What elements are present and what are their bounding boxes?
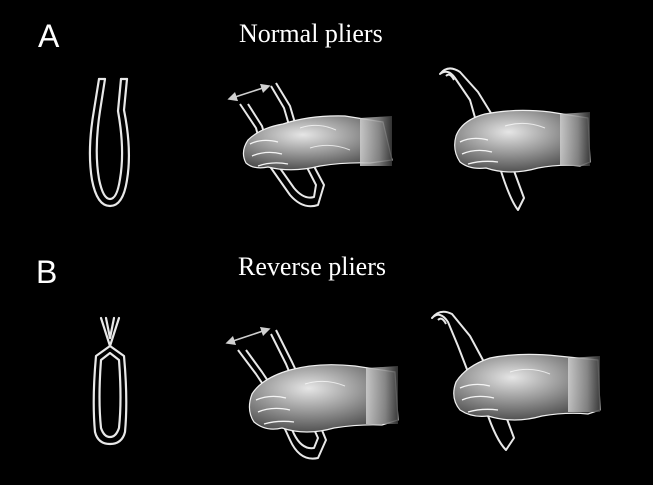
pliers-outline-icon — [439, 67, 525, 211]
gripping-hand-icon — [242, 115, 393, 171]
pliers-outline-icon — [431, 310, 515, 451]
normal-pliers-closed-grip — [439, 67, 591, 211]
reverse-pliers-open-grip — [225, 326, 399, 460]
gripping-hand-icon — [248, 364, 399, 433]
reverse-pliers-closed-grip — [431, 310, 601, 451]
normal-pliers-open-grip — [227, 82, 393, 208]
pliers-outline-icon — [239, 82, 325, 208]
double-arrow-icon — [227, 83, 271, 102]
gripping-hand-icon — [453, 353, 601, 421]
panel-label-a: A — [38, 18, 60, 54]
panel-title-reverse-pliers: Reverse pliers — [238, 252, 387, 281]
panel-label-b: B — [36, 254, 58, 290]
double-arrow-icon — [225, 326, 271, 346]
normal-pliers-icon — [88, 77, 130, 208]
panel-title-normal-pliers: Normal pliers — [239, 19, 383, 48]
gripping-hand-icon — [454, 109, 591, 173]
reverse-pliers-icon — [92, 316, 128, 446]
